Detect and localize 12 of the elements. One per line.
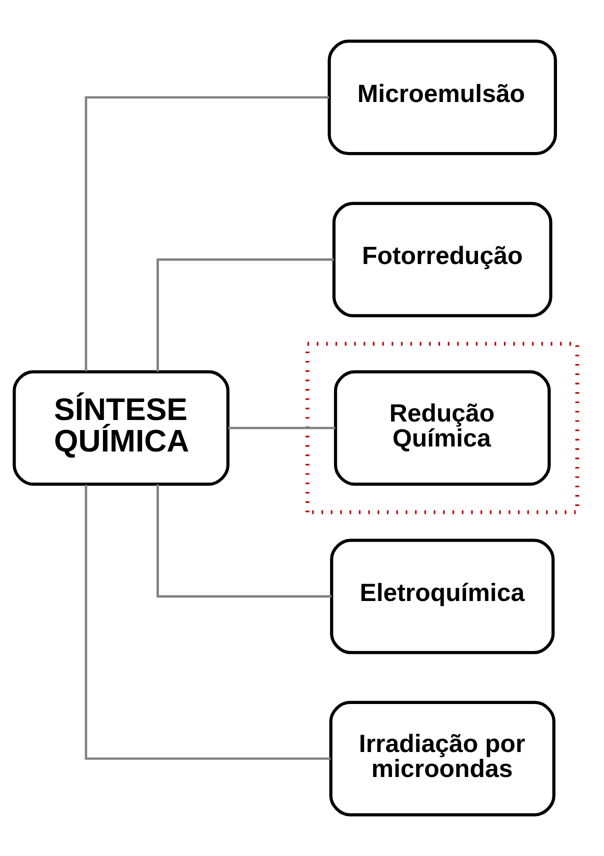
- connector: [84, 96, 330, 372]
- connector: [84, 484, 331, 760]
- node-box: Irradiação por microondas: [329, 700, 556, 816]
- cluster: [306, 342, 580, 514]
- node-box: Fotorredução: [332, 202, 552, 318]
- connector: [156, 484, 332, 598]
- node-box: Microemulsão: [328, 40, 557, 156]
- connector: [228, 426, 336, 430]
- node-box: Eletroquímica: [330, 538, 555, 654]
- node-box: SÍNTESE QUÍMICA: [12, 370, 230, 486]
- connector: [156, 258, 334, 372]
- node-box: Redução Química: [334, 370, 551, 486]
